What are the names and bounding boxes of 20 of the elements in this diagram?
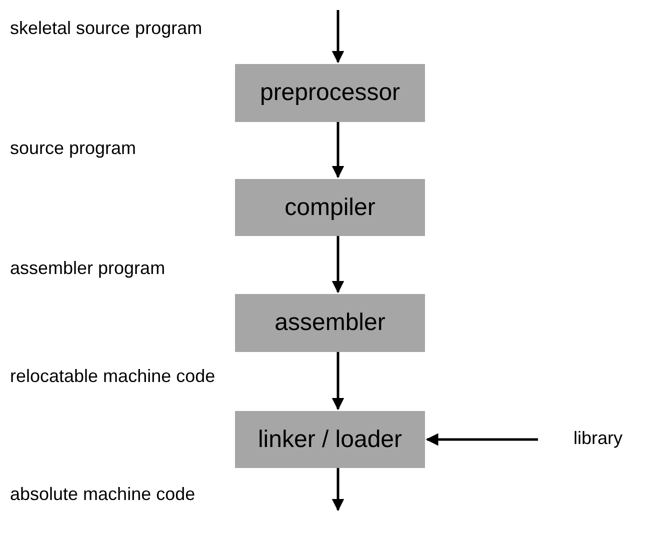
- process-box: [235, 179, 425, 236]
- stage-label: source program: [10, 138, 136, 159]
- stage-label: absolute machine code: [10, 484, 196, 505]
- stage-label: relocatable machine code: [10, 366, 216, 387]
- arrow: [332, 352, 344, 410]
- arrow: [332, 236, 344, 294]
- arrow: [332, 10, 344, 64]
- process-box: [235, 294, 425, 352]
- arrow: [332, 468, 344, 512]
- process-box: [235, 411, 425, 468]
- stage-label: assembler program: [10, 258, 166, 279]
- input-label: library: [573, 428, 622, 448]
- process-label: preprocessor: [260, 79, 400, 107]
- stage-label: skeletal source program: [10, 18, 202, 39]
- process-label: linker / loader: [258, 426, 402, 454]
- arrow: [426, 433, 538, 446]
- process-label: compiler: [284, 194, 376, 222]
- process-box: [235, 64, 425, 122]
- process-label: assembler: [274, 309, 386, 337]
- arrow: [332, 122, 344, 178]
